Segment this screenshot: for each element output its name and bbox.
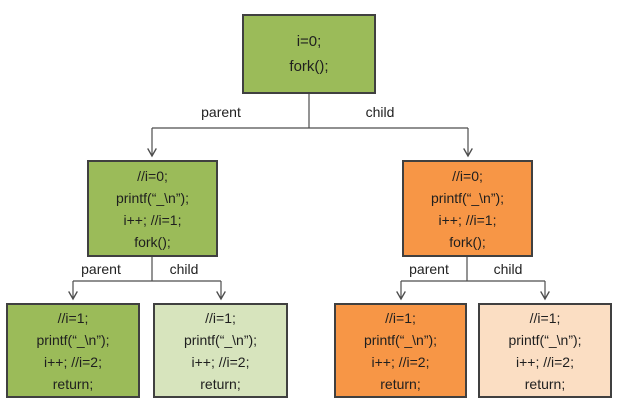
code-line: //i=0;	[137, 167, 168, 184]
code-line: return;	[52, 375, 94, 392]
node-l3-parent-child: //i=1; printf(“_\n”); i++; //i=2; return…	[153, 303, 288, 398]
node-l3-child-child: //i=1; printf(“_\n”); i++; //i=2; return…	[478, 303, 612, 398]
node-l2-child: //i=0; printf(“_\n”); i++; //i=1; fork()…	[402, 160, 533, 257]
code-line: return;	[380, 375, 421, 392]
code-line: fork();	[449, 233, 486, 250]
code-line: //i=1;	[57, 309, 89, 326]
code-line: i++; //i=2;	[371, 353, 430, 370]
code-line: printf(“_\n”);	[363, 331, 438, 348]
node-l3-parent-parent: //i=1; printf(“_\n”); i++; //i=2; return…	[6, 303, 140, 398]
code-line: fork();	[289, 58, 329, 75]
code-line: i++; //i=2;	[191, 353, 250, 370]
code-line: //i=1;	[205, 309, 236, 326]
node-root-fork: i=0; fork();	[242, 14, 376, 94]
node-l2-parent: //i=0; printf(“_\n”); i++; //i=1; fork()…	[87, 160, 218, 257]
edge-label-root-parent: parent	[201, 104, 241, 120]
edge-label-l2-left-child: child	[169, 261, 199, 277]
code-line: printf(“_\n”);	[115, 189, 190, 206]
edge-label-l2-right-child: child	[493, 261, 523, 277]
code-line: //i=0;	[452, 167, 483, 184]
code-line: i++; //i=2;	[44, 353, 102, 370]
code-line: i++; //i=1;	[123, 211, 182, 228]
code-line: printf(“_\n”);	[430, 189, 505, 206]
code-line: return;	[200, 375, 241, 392]
code-line: return;	[524, 375, 566, 392]
code-line: i=0;	[296, 33, 322, 50]
code-line: fork();	[134, 233, 171, 250]
edge-label-root-child: child	[365, 104, 395, 120]
edge-label-l2-left-parent: parent	[81, 261, 121, 277]
code-line: i++; //i=2;	[516, 353, 574, 370]
code-line: i++; //i=1;	[438, 211, 497, 228]
edge-label-l2-right-parent: parent	[409, 261, 449, 277]
code-line: printf(“_\n”);	[508, 331, 582, 348]
node-l3-child-parent: //i=1; printf(“_\n”); i++; //i=2; return…	[334, 303, 467, 398]
code-line: printf(“_\n”);	[183, 331, 258, 348]
code-line: printf(“_\n”);	[36, 331, 110, 348]
code-line: //i=1;	[385, 309, 416, 326]
code-line: //i=1;	[529, 309, 561, 326]
